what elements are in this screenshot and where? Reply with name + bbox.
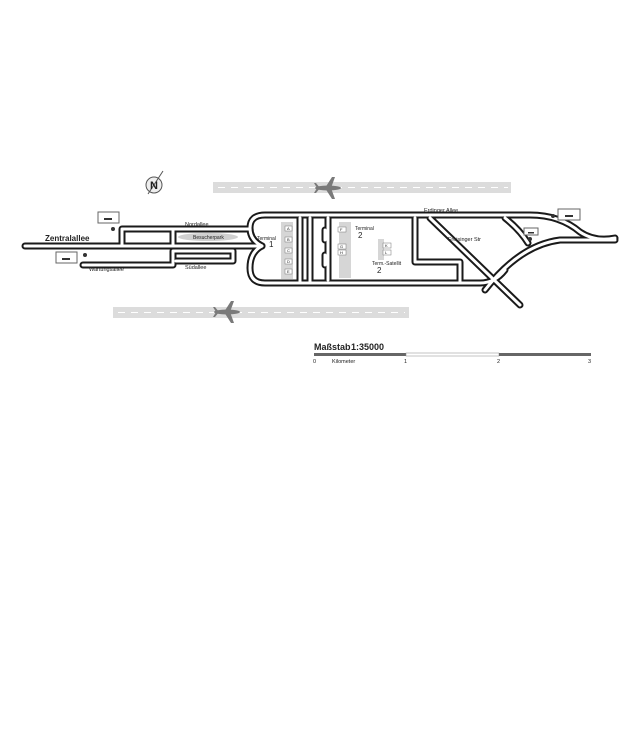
svg-text:Kilometer: Kilometer [332,359,355,365]
svg-text:N: N [150,180,158,192]
sign-icon [523,227,539,241]
svg-text:1: 1 [404,359,407,365]
besucherpark-label: Besucherpark [193,235,224,241]
svg-text:2: 2 [497,359,500,365]
sign-icon [551,208,581,221]
svg-text:H: H [340,250,343,255]
airplane-icon [314,177,341,199]
terminal-2-number: 2 [358,231,363,240]
satellite-number: 2 [377,266,382,275]
satellite-gates: K L [382,242,392,256]
road-network [21,211,619,309]
svg-text:C: C [287,248,290,253]
svg-text:1:35000: 1:35000 [351,342,384,352]
runway-north [213,182,511,193]
besucherpark-area [178,233,238,241]
street-label-suedallee: Südallee [185,265,206,271]
street-label-freisinger-str: Freisinger Str [448,237,481,243]
runway-south [113,307,409,318]
svg-text:A: A [287,226,290,231]
satellite-building [378,239,384,260]
terminal-2-label: Terminal [355,226,374,232]
scale-bar: Maßstab 1:35000 0 Kilometer 1 2 3 [313,342,591,365]
svg-text:K: K [385,243,388,248]
street-label-erdinger-allee: Erdinger Allee [424,208,458,214]
street-label-wartungsallee: Wartungsallee [89,267,124,273]
svg-text:B: B [287,237,290,242]
svg-text:L: L [385,250,388,255]
street-label-zentralallee: Zentralallee [45,234,90,243]
svg-text:F: F [340,227,343,232]
sign-icon [55,251,87,264]
terminal-1-gates: A B C D E [284,225,293,275]
airplane-icon [213,301,240,323]
satellite-label: Term.-Satellit [372,261,402,267]
terminal-1-number: 1 [269,240,274,249]
svg-text:3: 3 [588,359,591,365]
svg-text:D: D [287,259,290,264]
street-label-nordallee: Nordallee [185,222,209,228]
svg-text:G: G [340,244,343,249]
svg-text:E: E [287,269,290,274]
svg-text:Maßstab: Maßstab [314,342,351,352]
terminal-2-gates: F G H [337,226,347,256]
sign-icon [97,211,120,231]
terminal-1-label: Terminal [257,236,276,242]
svg-text:0: 0 [313,359,316,365]
compass-icon: N [145,170,164,195]
